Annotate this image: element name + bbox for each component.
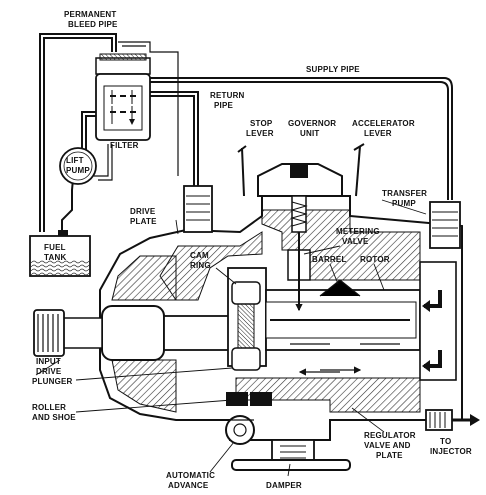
diagram-labels: PERMANENT BLEED PIPE SUPPLY PIPE RETURN … <box>32 10 472 490</box>
label-accelerator-lever: ACCELERATOR <box>352 119 415 128</box>
stop-lever <box>237 145 247 197</box>
label-regulator-valve-and-plate: REGULATOR <box>364 431 416 440</box>
label-fuel-tank: FUEL <box>44 243 66 252</box>
fuel-tank <box>29 230 91 277</box>
label-input-drive: DRIVE <box>36 367 62 376</box>
label-automatic-advance: AUTOMATIC <box>166 471 215 480</box>
label-barrel: BARREL <box>312 255 347 264</box>
label-permanent-bleed-pipe: BLEED PIPE <box>68 20 118 29</box>
label-to-injector: INJECTOR <box>430 447 472 456</box>
label-governor-unit: UNIT <box>300 129 319 138</box>
label-roller-and-shoe: ROLLER <box>32 403 66 412</box>
leader-lines <box>35 199 427 477</box>
label-fuel-tank: TANK <box>44 253 66 262</box>
automatic-advance <box>225 415 255 445</box>
cam-ring-assembly <box>226 267 272 406</box>
label-to-injector: TO <box>440 437 451 446</box>
label-stop-lever: LEVER <box>246 129 274 138</box>
input-drive-shaft <box>33 305 235 361</box>
supply-fitting <box>429 201 461 249</box>
label-drive-plate: PLATE <box>130 217 157 226</box>
bleed-fitting <box>183 185 213 233</box>
filter <box>95 53 151 141</box>
label-lift-pump: LIFT <box>66 156 84 165</box>
rotor-barrel <box>265 279 421 376</box>
lift-pump <box>59 147 97 185</box>
damper <box>231 439 351 471</box>
label-transfer-pump: PUMP <box>392 199 416 208</box>
governor-unit <box>257 163 343 312</box>
supply-pipe <box>146 77 453 200</box>
label-automatic-advance: ADVANCE <box>168 481 209 490</box>
label-regulator-valve-and-plate: VALVE AND <box>364 441 411 450</box>
label-input-drive: INPUT <box>36 357 61 366</box>
label-cam-ring: RING <box>190 261 211 270</box>
permanent-bleed-pipe <box>39 33 179 232</box>
return-pipe <box>150 91 199 190</box>
label-metering-valve: METERING <box>336 227 380 236</box>
label-roller-and-shoe: AND SHOE <box>32 413 76 422</box>
label-lift-pump: PUMP <box>66 166 90 175</box>
label-filter: FILTER <box>110 141 139 150</box>
label-supply-pipe: SUPPLY PIPE <box>306 65 360 74</box>
injector-outlet <box>425 409 480 431</box>
label-governor-unit: GOVERNOR <box>288 119 336 128</box>
label-return-pipe: RETURN <box>210 91 245 100</box>
accelerator-lever <box>353 143 365 197</box>
label-cam-ring: CAM <box>190 251 209 260</box>
label-permanent-bleed-pipe: PERMANENT <box>64 10 116 19</box>
label-damper: DAMPER <box>266 481 302 490</box>
label-accelerator-lever: LEVER <box>364 129 392 138</box>
label-rotor: ROTOR <box>360 255 390 264</box>
label-return-pipe: PIPE <box>214 101 233 110</box>
label-regulator-valve-and-plate: PLATE <box>376 451 403 460</box>
label-drive-plate: DRIVE <box>130 207 156 216</box>
label-plunger: PLUNGER <box>32 377 73 386</box>
label-transfer-pump: TRANSFER <box>382 189 427 198</box>
label-metering-valve: VALVE <box>342 237 369 246</box>
transfer-pump <box>419 261 457 381</box>
label-stop-lever: STOP <box>250 119 273 128</box>
